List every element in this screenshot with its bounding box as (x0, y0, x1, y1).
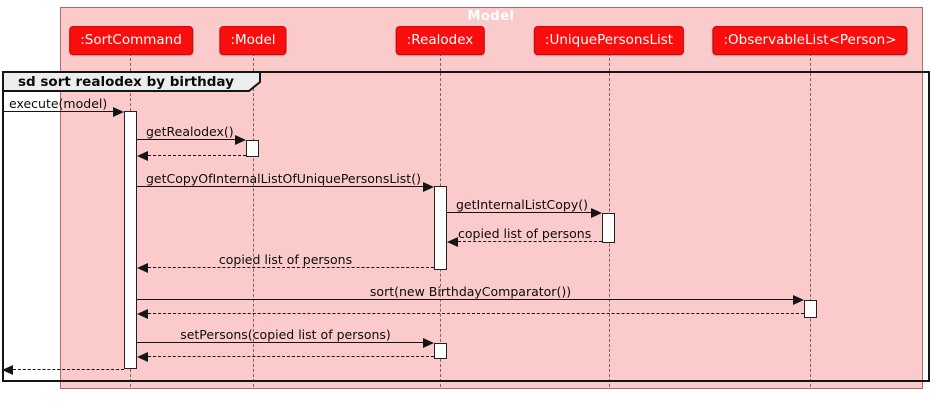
message-line-setpersons (137, 342, 424, 343)
arrowhead-getinternallistcopy (591, 208, 602, 218)
participant-model: :Model (219, 26, 287, 55)
sd-frame (2, 71, 930, 382)
message-line-execute (2, 111, 114, 112)
arrowhead-getrealodex (235, 135, 246, 145)
message-label-execute: execute(model) (9, 96, 108, 111)
message-line-return-getrealodex (148, 155, 246, 156)
arrowhead-return-execute (2, 365, 13, 375)
arrowhead-sort (793, 295, 804, 305)
arrowhead-copiedlist-2 (137, 263, 148, 273)
message-line-return-execute (13, 369, 124, 370)
activation-sortcommand (124, 111, 137, 369)
activation-model (246, 140, 259, 157)
message-line-getrealodex (137, 139, 236, 140)
arrowhead-getcopy (423, 182, 434, 192)
message-label-copiedlist-1: copied list of persons (458, 226, 592, 241)
sd-frame-label-shape (2, 71, 261, 92)
activation-realodex (434, 186, 447, 270)
message-line-copiedlist-1 (458, 241, 602, 242)
message-label-getcopy: getCopyOfInternalListOfUniquePersonsList… (146, 171, 421, 186)
arrowhead-setpersons (423, 338, 434, 348)
arrowhead-return-sort (137, 309, 148, 319)
participant-realodex: :Realodex (395, 26, 485, 55)
participant-uniquepersonslist: :UniquePersonsList (533, 26, 685, 55)
message-line-getinternallistcopy (447, 212, 592, 213)
activation-observablelist (804, 300, 817, 318)
message-label-getinternallistcopy: getInternalListCopy() (456, 197, 589, 212)
message-label-sort: sort(new BirthdayComparator()) (369, 284, 572, 299)
message-label-getrealodex: getRealodex() (146, 124, 234, 139)
participant-observablelist: :ObservableList<Person> (712, 26, 908, 55)
sd-frame-label: sd sort realodex by birthday (18, 74, 234, 90)
arrowhead-return-getrealodex (137, 151, 148, 161)
arrowhead-return-setpersons (137, 352, 148, 362)
lifeline-model (253, 53, 254, 387)
lifeline-observablelist (810, 53, 811, 387)
message-line-sort (137, 299, 794, 300)
message-line-copiedlist-2 (148, 267, 434, 268)
message-label-copiedlist-2: copied list of persons (218, 252, 353, 267)
message-label-setpersons: setPersons(copied list of persons) (180, 327, 391, 342)
activation-uniquepersonslist (602, 213, 615, 243)
message-line-return-setpersons (148, 356, 434, 357)
model-frame (60, 7, 923, 389)
arrowhead-copiedlist-1 (447, 237, 458, 247)
arrowhead-execute (113, 107, 124, 117)
activation-realodex-2 (434, 343, 447, 359)
model-frame-title: Model (467, 9, 515, 24)
participant-sortcommand: :SortCommand (69, 26, 193, 55)
message-line-getcopy (137, 186, 424, 187)
message-line-return-sort (148, 313, 804, 314)
